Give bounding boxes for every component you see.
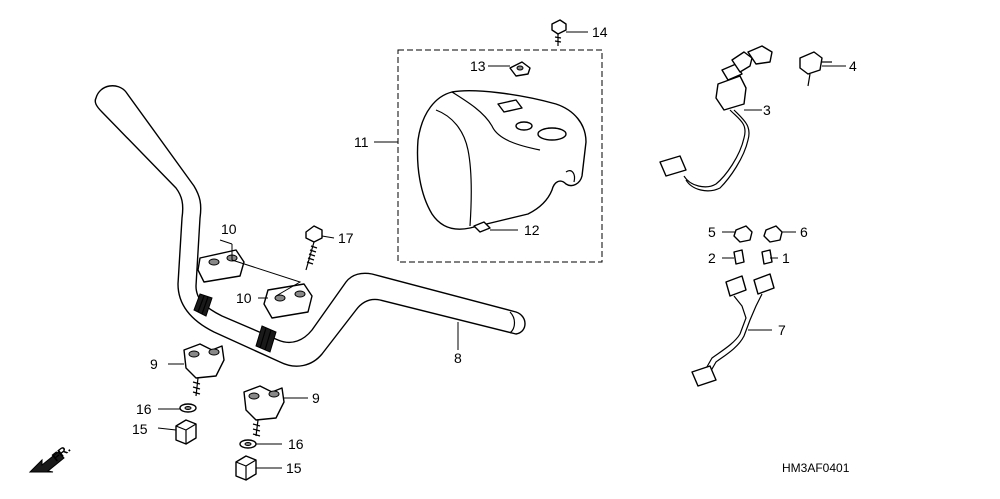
callout-11: 11 (354, 134, 369, 150)
callout-12: 12 (524, 222, 540, 238)
callout-16-left: 16 (136, 401, 152, 417)
handlebar-upper-holder-right[interactable] (263, 283, 313, 319)
front-direction-arrow: FR. (28, 441, 73, 473)
callout-2: 2 (708, 250, 716, 266)
ignition-switch[interactable] (659, 45, 773, 192)
callout-7: 7 (778, 322, 786, 338)
indicator-harness[interactable] (691, 273, 775, 387)
callout-16-right: 16 (288, 436, 304, 452)
indicator-5[interactable] (733, 225, 753, 243)
callout-4: 4 (849, 58, 857, 74)
bolt-14[interactable] (551, 19, 567, 46)
callout-1: 1 (782, 250, 790, 266)
callout-15-left: 15 (132, 421, 148, 437)
callout-17: 17 (338, 230, 354, 246)
callout-15-right: 15 (286, 460, 302, 476)
callout-9-right: 9 (312, 390, 320, 406)
washer-16-left[interactable] (179, 403, 197, 413)
handlebar-cover[interactable] (416, 90, 587, 230)
handlebar-lower-holder-right[interactable] (243, 385, 285, 437)
callout-10-upper: 10 (221, 221, 237, 237)
socket-2[interactable] (733, 249, 745, 265)
indicator-6[interactable] (763, 225, 783, 243)
nut-15-right[interactable] (235, 455, 257, 481)
socket-1[interactable] (761, 249, 773, 265)
callout-5: 5 (708, 224, 716, 240)
handlebar-upper-holder-left[interactable] (197, 249, 245, 283)
nut-15-left[interactable] (175, 419, 197, 445)
callout-9-left: 9 (150, 356, 158, 372)
bolt-17[interactable] (305, 225, 323, 271)
handlebar-pipe[interactable] (94, 85, 526, 367)
ignition-key[interactable] (799, 51, 832, 87)
callout-10-lower: 10 (236, 290, 252, 306)
callout-6: 6 (800, 224, 808, 240)
leader-lines (157, 31, 846, 469)
cover-assembly-box (397, 49, 603, 263)
handlebar-lower-holder-left[interactable] (183, 343, 225, 397)
clip-12[interactable] (473, 221, 491, 233)
nut-13[interactable] (509, 61, 531, 77)
callout-8: 8 (454, 350, 462, 366)
callout-14: 14 (592, 24, 608, 40)
callout-3: 3 (763, 102, 771, 118)
washer-16-right[interactable] (239, 439, 257, 449)
callout-13: 13 (470, 58, 486, 74)
diagram-code: HM3AF0401 (782, 461, 850, 475)
